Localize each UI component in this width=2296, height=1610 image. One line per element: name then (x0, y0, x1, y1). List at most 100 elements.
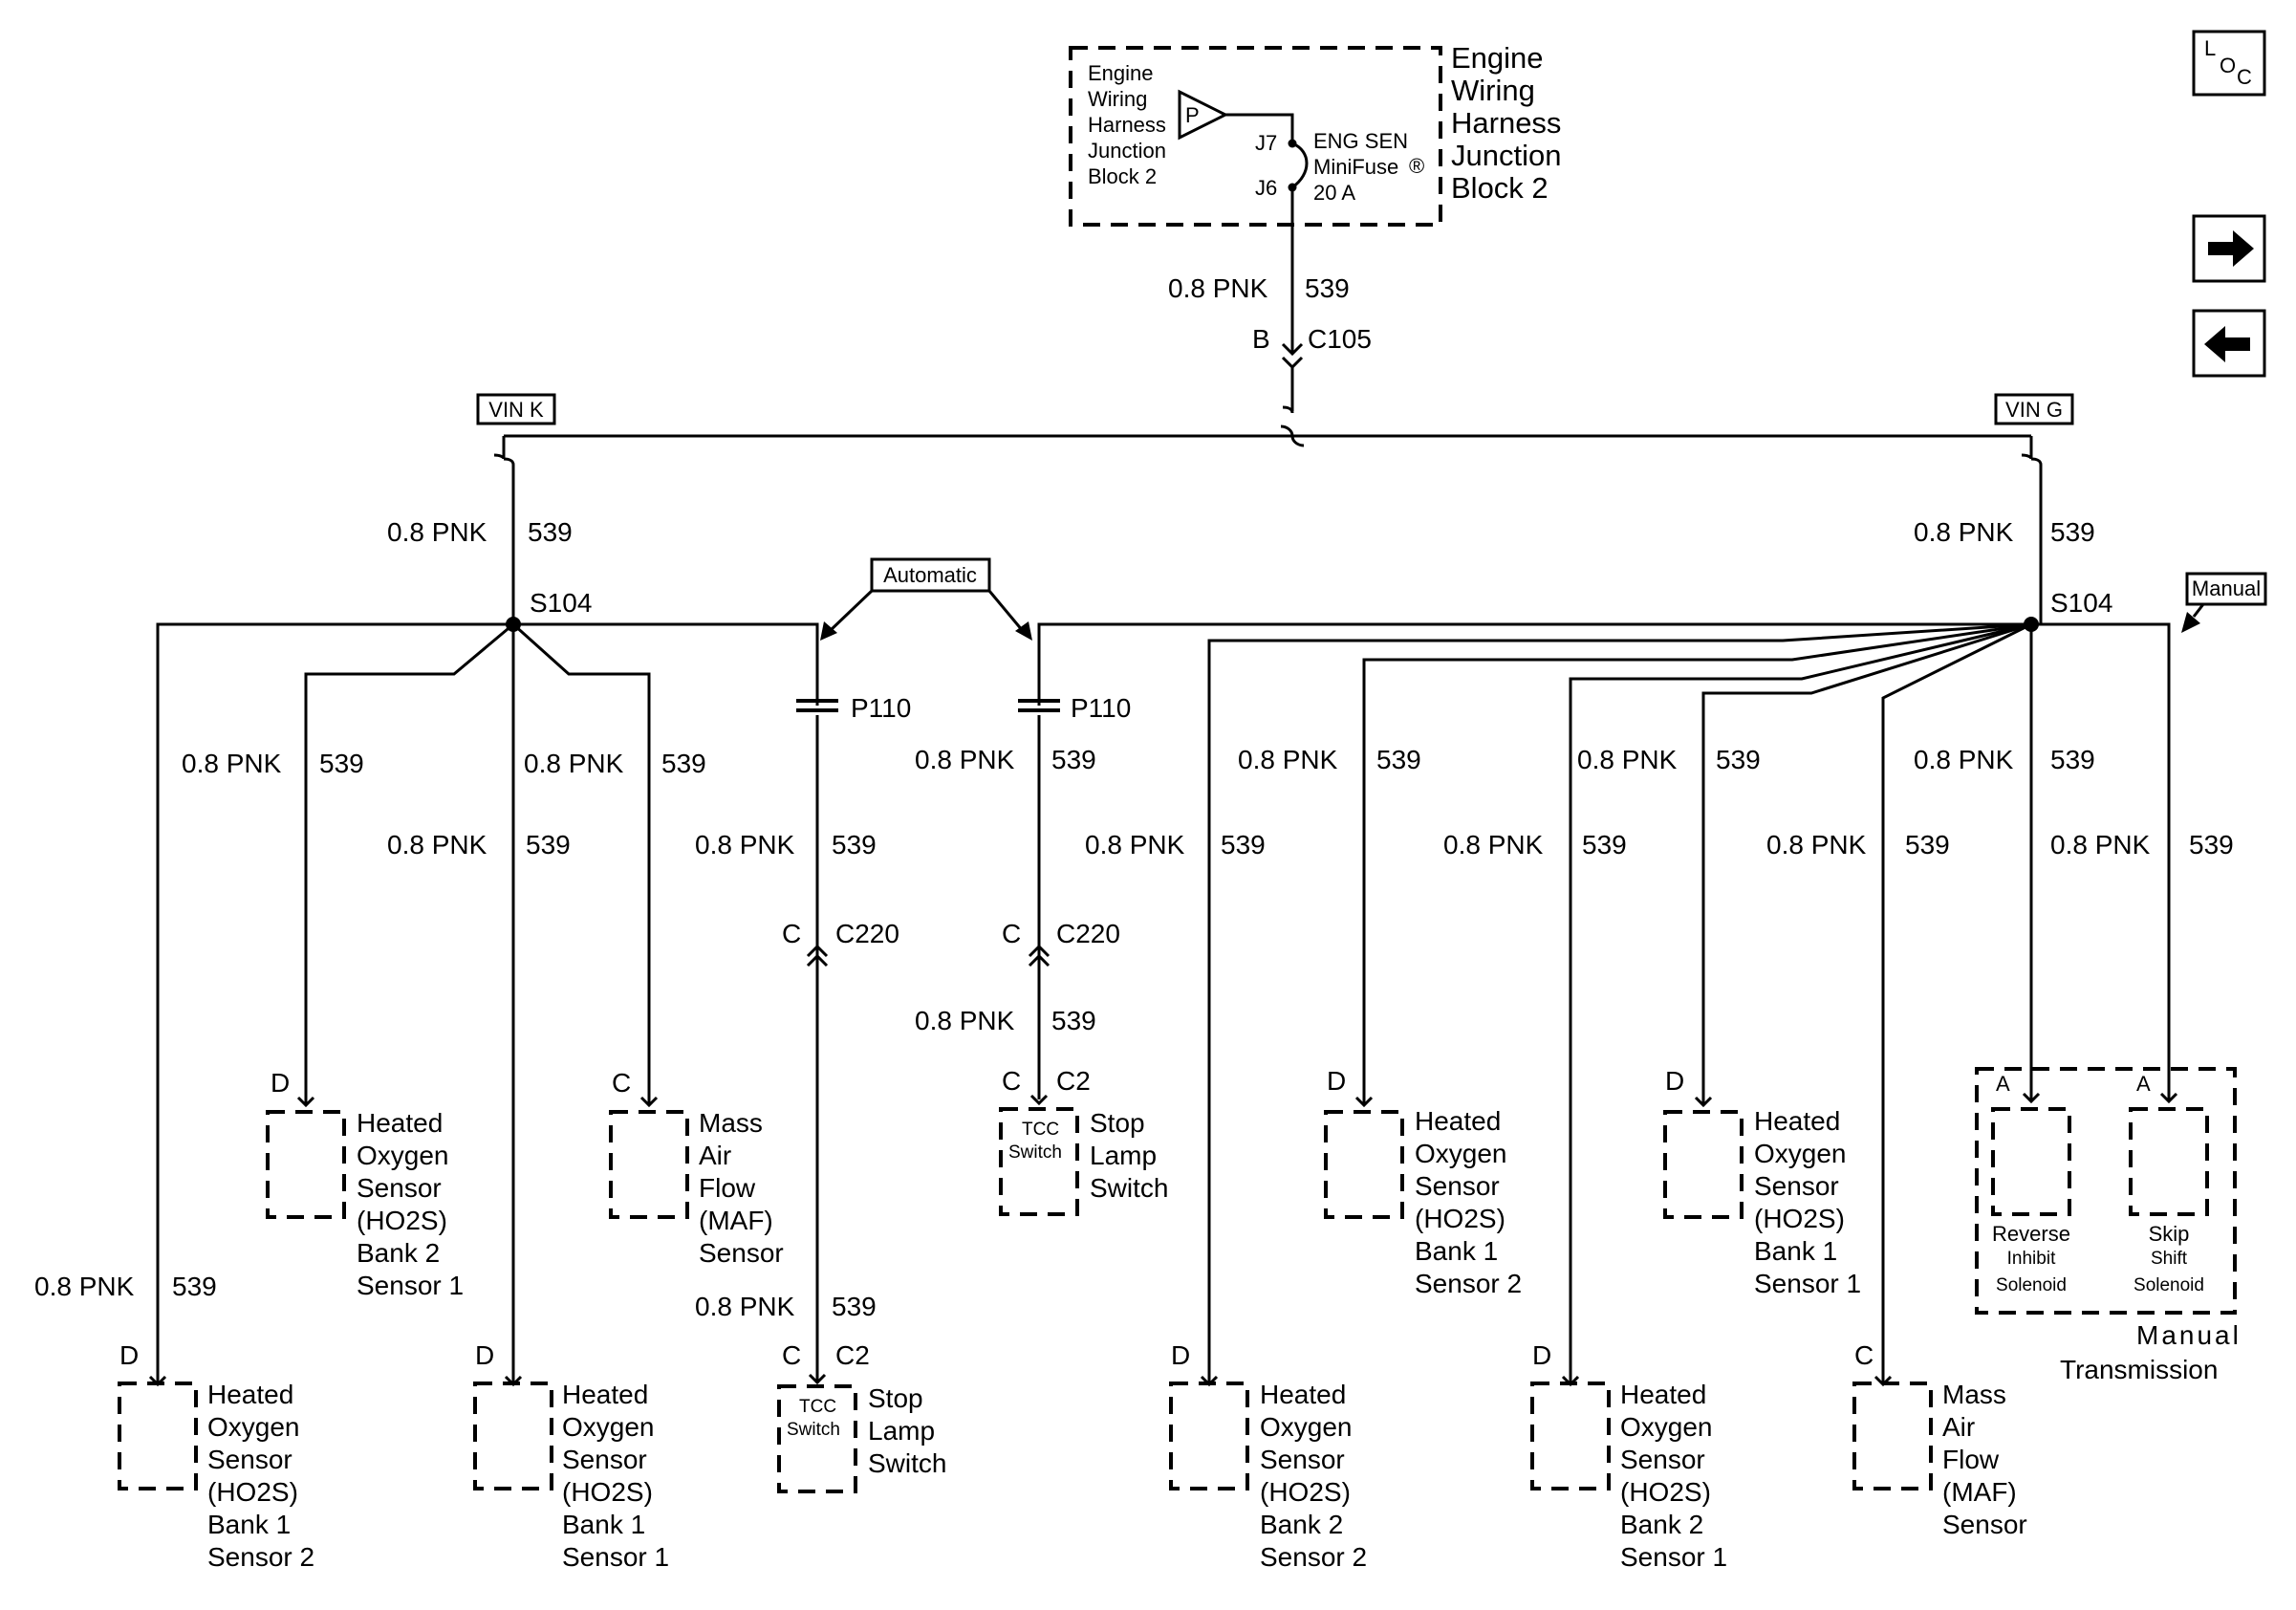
left-feed-size: 0.8 PNK (387, 517, 487, 547)
pin-d: D (271, 1068, 290, 1098)
svg-text:TCC: TCC (799, 1397, 836, 1417)
svg-text:0.8 PNK: 0.8 PNK (1766, 830, 1867, 859)
loc-letter-o: O (2220, 54, 2236, 77)
power-source-icon (1178, 89, 1229, 141)
component-label: Mass Air Flow (MAF) Sensor (1942, 1380, 2027, 1539)
component-label: Heated Oxygen Sensor (HO2S) Bank 1 Senso… (562, 1380, 669, 1572)
component-label: Heated Oxygen Sensor (HO2S) Bank 2 Senso… (357, 1108, 464, 1300)
svg-text:Reverse: Reverse (1992, 1222, 2070, 1246)
ho2s-bank1-sensor1-lower-left[interactable]: D Heated Oxygen Sensor (HO2S) Bank 1 Sen… (473, 1340, 669, 1572)
manual-transmission[interactable]: A A Reverse Inhibit Solenoid Skip Shift … (1975, 1067, 2237, 1315)
stop-lamp-switch-lower[interactable]: C C2 TCC Switch Stop Lamp Switch (777, 1340, 946, 1493)
component-label: Heated Oxygen Sensor (HO2S) Bank 1 Senso… (207, 1380, 314, 1572)
svg-text:539: 539 (1376, 745, 1421, 774)
ho2s-bank1-sensor2-upper-right[interactable]: D Heated Oxygen Sensor (HO2S) Bank 1 Sen… (1324, 1066, 1522, 1298)
s104-left-label: S104 (530, 588, 592, 618)
svg-text:0.8 PNK: 0.8 PNK (915, 1006, 1015, 1035)
svg-text:0.8 PNK: 0.8 PNK (695, 1292, 795, 1321)
pin-d: D (1171, 1340, 1190, 1370)
svg-text:539: 539 (526, 830, 571, 859)
eng-sen-fuse-label: ENG SEN MiniFuse 20 A (1313, 129, 1414, 205)
maf-sensor-upper[interactable]: C Mass Air Flow (MAF) Sensor (609, 1068, 784, 1268)
svg-text:Automatic: Automatic (883, 563, 977, 587)
component-label: Mass Air Flow (MAF) Sensor (699, 1108, 784, 1268)
right-feed-circuit: 539 (2050, 517, 2095, 547)
svg-text:0.8 PNK: 0.8 PNK (34, 1272, 135, 1301)
c2-right-connector: C2 (1056, 1066, 1091, 1096)
svg-text:0.8 PNK: 0.8 PNK (695, 830, 795, 859)
component-label: Heated Oxygen Sensor (HO2S) Bank 1 Senso… (1415, 1106, 1522, 1298)
svg-text:0.8 PNK: 0.8 PNK (1914, 745, 2014, 774)
p110-right-label: P110 (1071, 693, 1131, 723)
c220-right-pin: C (1002, 919, 1021, 948)
pin-a: A (1996, 1072, 2010, 1096)
svg-text:Shift: Shift (2151, 1249, 2188, 1269)
fuse-block-right-label: Engine Wiring Harness Junction Block 2 (1451, 41, 1570, 205)
right-feed-size: 0.8 PNK (1914, 517, 2014, 547)
pin-a: A (2136, 1072, 2151, 1096)
svg-text:0.8 PNK: 0.8 PNK (1238, 745, 1338, 774)
svg-text:539: 539 (832, 830, 877, 859)
ho2s-bank1-sensor2-lower-left[interactable]: D Heated Oxygen Sensor (HO2S) Bank 1 Sen… (118, 1340, 314, 1572)
stop-lamp-switch-upper[interactable]: C C2 TCC Switch Stop Lamp Switch (999, 1066, 1168, 1216)
loc-letter-c: C (2237, 65, 2252, 89)
arrow-right-icon[interactable] (2192, 214, 2266, 283)
c105-connector: C105 (1308, 324, 1372, 354)
svg-text:Switch: Switch (1008, 1142, 1062, 1163)
svg-text:0.8 PNK: 0.8 PNK (387, 830, 487, 859)
c105-pin: B (1252, 324, 1270, 354)
svg-text:539: 539 (1221, 830, 1266, 859)
svg-text:539: 539 (1905, 830, 1950, 859)
top-wire-size: 0.8 PNK (1168, 273, 1268, 303)
pin-c: C (612, 1068, 631, 1098)
maf-sensor-lower-right[interactable]: C Mass Air Flow (MAF) Sensor (1852, 1340, 2027, 1539)
svg-text:Manual: Manual (2192, 577, 2261, 600)
fuse-mark: ® (1409, 154, 1424, 178)
skip-shift-solenoid (2129, 1107, 2209, 1216)
wire-labels: 0.8 PNK 539 0.8 PNK 539 0.8 PNK 539 0.8 … (34, 745, 2234, 1321)
j6-label: J6 (1255, 176, 1277, 200)
ho2s-bank2-sensor1-lower-right[interactable]: D Heated Oxygen Sensor (HO2S) Bank 2 Sen… (1530, 1340, 1727, 1572)
svg-text:539: 539 (832, 1292, 877, 1321)
svg-text:539: 539 (319, 749, 364, 778)
svg-text:VIN K: VIN K (488, 398, 544, 422)
svg-text:539: 539 (1051, 745, 1096, 774)
component-label: Stop Lamp Switch (868, 1383, 946, 1478)
c220-left-connector: C220 (835, 919, 899, 948)
automatic-badge: Automatic (870, 557, 991, 593)
c220-right-connector: C220 (1056, 919, 1120, 948)
arrow-left-icon[interactable] (2192, 309, 2266, 378)
top-wire-circuit: 539 (1305, 273, 1350, 303)
svg-text:Solenoid: Solenoid (1996, 1275, 2067, 1295)
pin-c: C (1854, 1340, 1874, 1370)
power-p-label: P (1185, 103, 1200, 127)
fuse-block: Engine Wiring Harness Junction Block 2 E… (1069, 41, 1570, 227)
svg-text:Inhibit: Inhibit (2007, 1249, 2056, 1269)
c2-left-pin: C (782, 1340, 801, 1370)
vin-g-badge: VIN G (1994, 393, 2074, 425)
j7-label: J7 (1255, 131, 1277, 155)
reverse-inhibit-solenoid (1991, 1107, 2071, 1216)
ho2s-bank2-sensor1-upper[interactable]: D Heated Oxygen Sensor (HO2S) Bank 2 Sen… (266, 1068, 464, 1300)
svg-text:539: 539 (661, 749, 706, 778)
component-label: Heated Oxygen Sensor (HO2S) Bank 2 Senso… (1260, 1380, 1367, 1572)
svg-text:0.8 PNK: 0.8 PNK (915, 745, 1015, 774)
pin-d: D (475, 1340, 494, 1370)
svg-text:539: 539 (1051, 1006, 1096, 1035)
vin-k-badge: VIN K (476, 393, 556, 425)
pin-d: D (119, 1340, 139, 1370)
manual-badge: Manual (2185, 572, 2267, 606)
manual-transmission-label-2: Transmission (2060, 1355, 2218, 1384)
svg-text:0.8 PNK: 0.8 PNK (524, 749, 624, 778)
manual-transmission-label-1: Manual (2136, 1320, 2242, 1350)
ho2s-bank2-sensor2-lower-right[interactable]: D Heated Oxygen Sensor (HO2S) Bank 2 Sen… (1169, 1340, 1367, 1572)
loc-icon[interactable]: L O C (2192, 30, 2266, 97)
c220-left-pin: C (782, 919, 801, 948)
svg-text:Solenoid: Solenoid (2134, 1275, 2204, 1295)
ho2s-bank1-sensor1-upper-right[interactable]: D Heated Oxygen Sensor (HO2S) Bank 1 Sen… (1663, 1066, 1861, 1298)
svg-text:0.8 PNK: 0.8 PNK (1443, 830, 1544, 859)
component-label: Heated Oxygen Sensor (HO2S) Bank 1 Senso… (1754, 1106, 1861, 1298)
svg-text:539: 539 (1716, 745, 1761, 774)
svg-text:0.8 PNK: 0.8 PNK (182, 749, 282, 778)
